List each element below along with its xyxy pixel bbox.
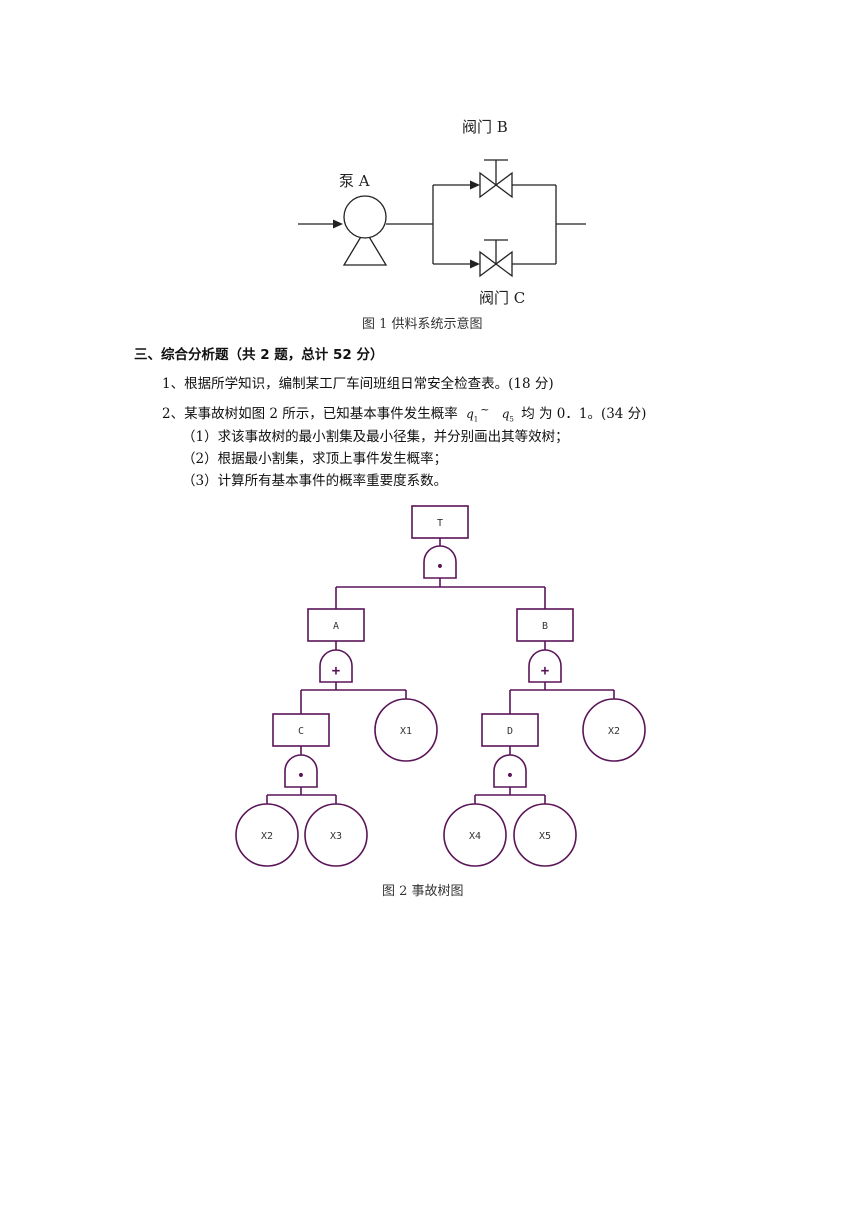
supply-system-diagram <box>298 159 586 278</box>
and-gate-t: • <box>423 545 457 579</box>
basic-event-x2-left: X2 <box>235 803 299 867</box>
figure-1-caption: 图 1 供料系统示意图 <box>362 317 483 332</box>
lower-branch-arrow <box>470 259 480 269</box>
intermediate-event-d: D <box>481 713 539 747</box>
question-2-part-3: （3）计算所有基本事件的概率重要度系数。 <box>182 473 448 489</box>
question-1: 1、根据所学知识，编制某工厂车间班组日常安全检查表。(18 分) <box>162 376 554 392</box>
top-event-t: T <box>411 505 469 539</box>
fault-tree-diagram: T • A + B + C • X1 D • <box>235 505 646 867</box>
question-2-part-1: （1）求该事故树的最小割集及最小径集，并分别画出其等效树； <box>182 429 569 445</box>
intermediate-event-b: B <box>516 608 574 642</box>
and-gate-c: • <box>284 754 318 788</box>
valve-b-label: 阀门 B <box>462 118 508 136</box>
tree-connectors <box>266 538 615 804</box>
svg-text:X3: X3 <box>330 831 342 842</box>
svg-text:X4: X4 <box>469 831 481 842</box>
q5-subscript: 5 <box>509 415 514 424</box>
question-2-part-2: （2）根据最小割集，求顶上事件发生概率； <box>182 451 448 467</box>
svg-text:•: • <box>506 768 514 784</box>
svg-text:•: • <box>436 559 444 575</box>
basic-event-x2-right: X2 <box>582 698 646 762</box>
intermediate-event-a: A <box>307 608 365 642</box>
tilde-symbol: ~ <box>480 402 490 416</box>
question-2-prefix: 2、某事故树如图 2 所示，已知基本事件发生概率 <box>162 406 458 422</box>
intermediate-event-c: C <box>272 713 330 747</box>
q1-symbol: q <box>466 407 474 421</box>
question-2: 2、某事故树如图 2 所示，已知基本事件发生概率 q1~ q5 均 为 0．1。… <box>162 402 646 424</box>
svg-text:•: • <box>297 768 305 784</box>
figure-2-caption: 图 2 事故树图 <box>382 884 464 899</box>
basic-event-x3: X3 <box>304 803 368 867</box>
input-arrow-head <box>333 219 343 229</box>
svg-text:+: + <box>541 663 549 679</box>
and-gate-d: • <box>493 754 527 788</box>
svg-text:+: + <box>332 663 340 679</box>
pump-icon <box>343 195 387 239</box>
valve-c-label: 阀门 C <box>479 289 526 307</box>
or-gate-b: + <box>528 649 562 683</box>
svg-text:B: B <box>542 621 548 632</box>
question-2-suffix: 均 为 0．1。(34 分) <box>521 406 647 422</box>
svg-text:T: T <box>437 518 443 529</box>
basic-event-x4: X4 <box>443 803 507 867</box>
upper-branch-arrow <box>470 180 480 190</box>
pump-base <box>342 228 388 266</box>
svg-text:A: A <box>333 621 339 632</box>
q5-symbol: q <box>501 407 510 421</box>
svg-text:C: C <box>298 726 304 737</box>
svg-text:X2: X2 <box>261 831 273 842</box>
svg-text:X2: X2 <box>608 726 620 737</box>
section-heading: 三、综合分析题（共 2 题，总计 52 分） <box>134 347 384 363</box>
pump-label: 泵 A <box>339 172 370 190</box>
or-gate-a: + <box>319 649 353 683</box>
q1-subscript: 1 <box>473 415 479 424</box>
basic-event-x5: X5 <box>513 803 577 867</box>
svg-text:D: D <box>507 726 513 737</box>
svg-text:X1: X1 <box>400 726 412 737</box>
svg-text:X5: X5 <box>539 831 551 842</box>
basic-event-x1: X1 <box>374 698 438 762</box>
